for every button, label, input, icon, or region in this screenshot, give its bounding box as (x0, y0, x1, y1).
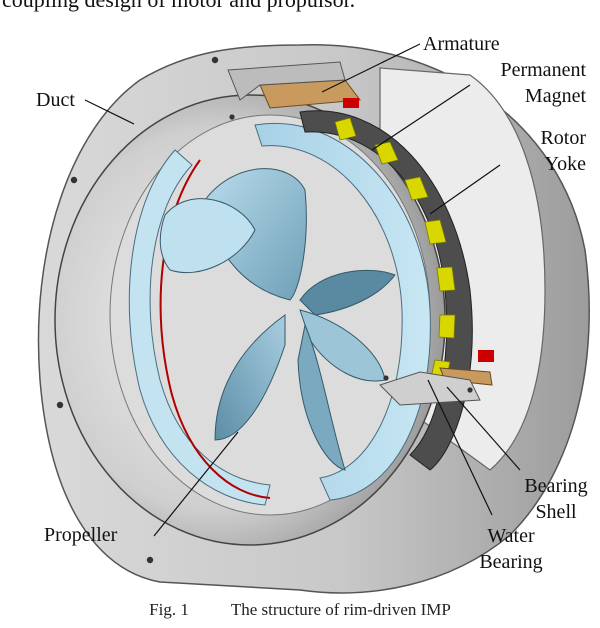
rotor-ring-front (128, 149, 271, 506)
paper-top-text: coupling design of motor and propulsor. (2, 0, 355, 13)
armature-bottom-red-tip (478, 350, 494, 362)
label-bearing-shell-line2: Shell (535, 501, 577, 523)
permanent-magnet-segments (334, 117, 456, 386)
armature-red-tip (343, 98, 359, 108)
label-bearing-shell-line1: Bearing (524, 475, 588, 497)
rotor-ring (254, 122, 431, 501)
figure-caption: Fig. 1 The structure of rim-driven IMP (0, 600, 600, 620)
label-propeller: Propeller (44, 524, 118, 546)
top-cut-recess (227, 61, 346, 101)
leader-lines (84, 43, 521, 537)
label-water: Water (487, 525, 535, 547)
propeller-blades (159, 168, 396, 471)
label-permanent-line2: Magnet (524, 85, 586, 107)
figure-caption-text: The structure of rim-driven IMP (230, 600, 451, 619)
label-duct: Duct (36, 89, 75, 111)
figure-number: Fig. 1 (149, 600, 189, 619)
label-water-bearing: Bearing (479, 551, 543, 573)
label-rotor: Rotor (540, 127, 586, 149)
duct-bolts (56, 56, 473, 564)
label-armature: Armature (423, 33, 500, 55)
label-permanent-line1: Permanent (500, 59, 586, 81)
label-yoke: Yoke (544, 153, 586, 175)
